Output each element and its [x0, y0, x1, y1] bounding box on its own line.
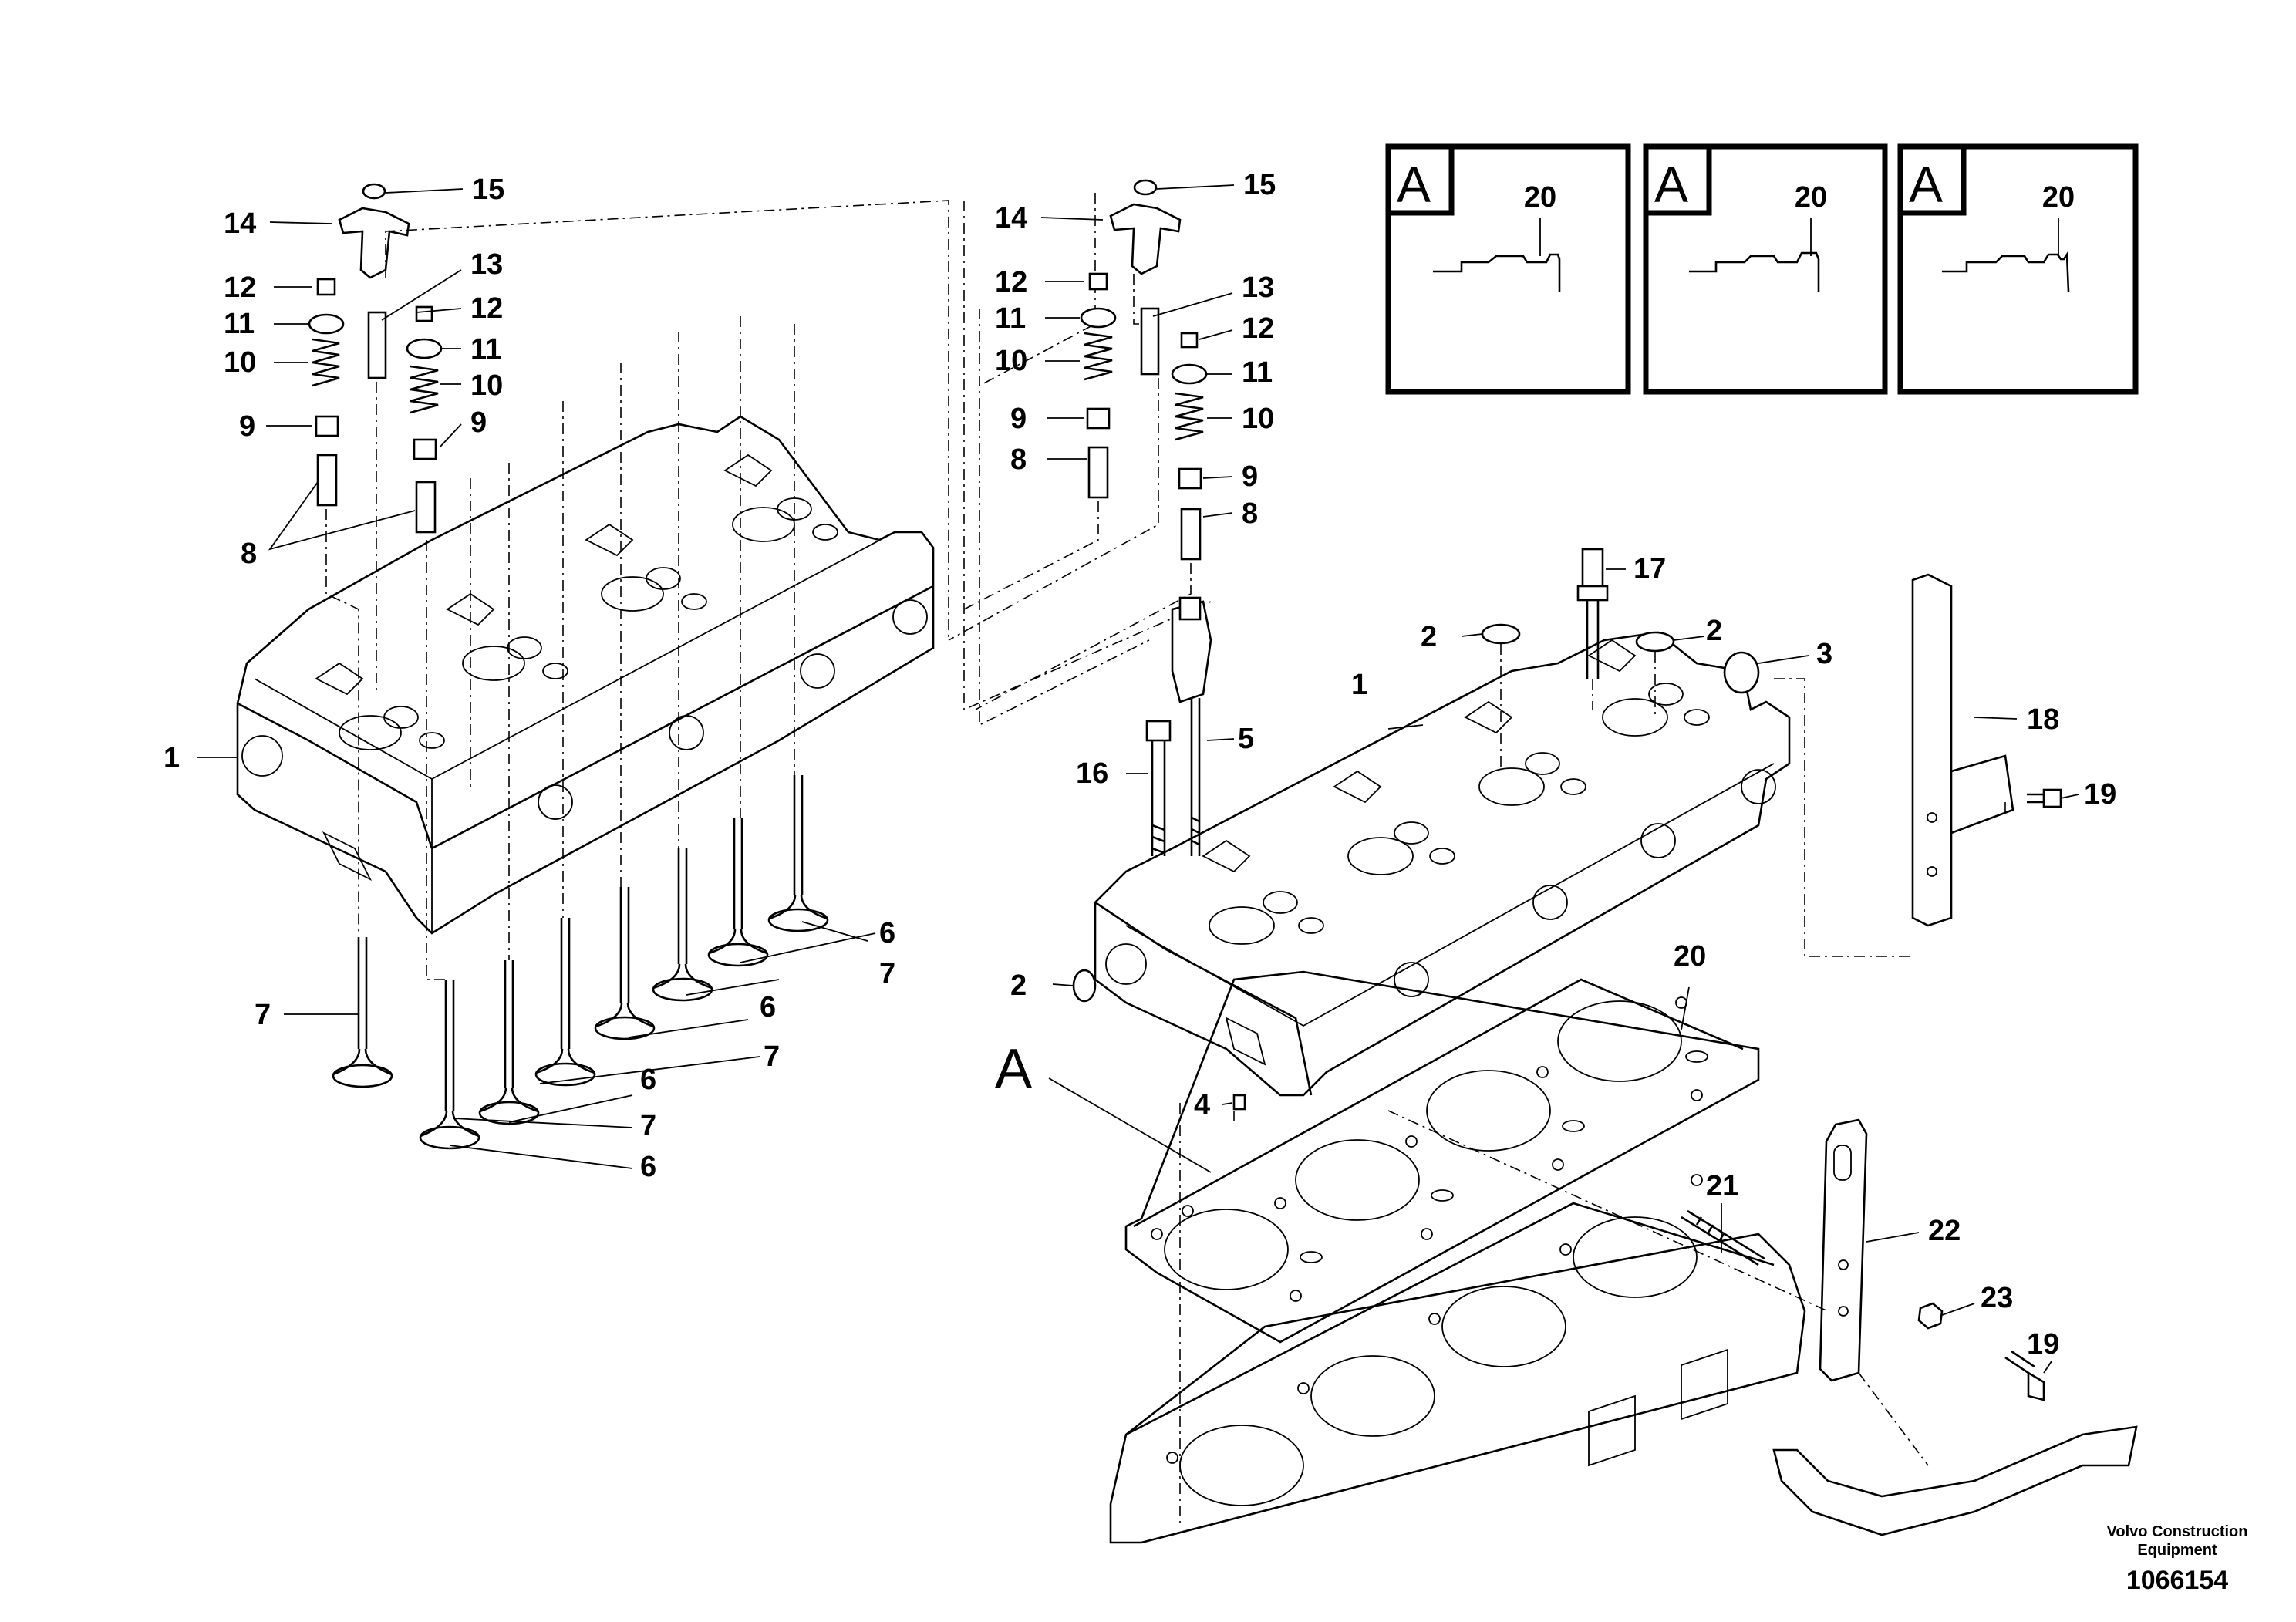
alignment-lines-left	[325, 193, 1212, 980]
footer: Volvo Construction Equipment 1066154	[2107, 1523, 2248, 1595]
callout-7: 7	[640, 1110, 656, 1142]
callout-2: 2	[1010, 969, 1027, 1002]
callout-10: 10	[995, 345, 1027, 377]
callout-17: 17	[1633, 553, 1666, 585]
callout-12: 12	[995, 266, 1027, 298]
callout-22: 22	[1928, 1215, 1961, 1247]
callout-9: 9	[470, 406, 487, 439]
callout-5: 5	[1238, 723, 1254, 755]
callout-4: 4	[1194, 1089, 1210, 1121]
callout-19: 19	[2084, 778, 2116, 811]
callout-8: 8	[1242, 497, 1258, 530]
callout-8: 8	[1010, 443, 1027, 476]
middle-rocker-stack: 15 14 12 13 11 12 10 11 9 10 8 9 8	[948, 169, 1276, 710]
alignment-lines-right	[1179, 644, 2006, 1527]
callout-23: 23	[1981, 1282, 2013, 1314]
detail-box-letter: A	[1654, 156, 1688, 213]
drawing-number: 1066154	[2126, 1566, 2228, 1595]
callout-15: 15	[1243, 169, 1276, 201]
callout-6: 6	[760, 991, 776, 1023]
callout-13: 13	[1242, 271, 1274, 304]
callout-18: 18	[2027, 703, 2059, 736]
callout-20: 20	[1674, 940, 1706, 973]
callout-8: 8	[241, 538, 257, 570]
callout-6: 6	[640, 1064, 656, 1096]
callout-12: 12	[470, 292, 503, 325]
callout-1: 1	[1351, 669, 1367, 701]
callout-10: 10	[1242, 403, 1274, 435]
detail-box-letter: A	[1397, 156, 1431, 213]
callout-7: 7	[764, 1040, 780, 1073]
detail-box-callout: 20	[1524, 181, 1556, 214]
company-name-line1: Volvo Construction	[2107, 1523, 2248, 1540]
callout-15: 15	[472, 174, 504, 206]
callout-7: 7	[255, 999, 271, 1031]
callout-10: 10	[470, 369, 503, 402]
callout-16: 16	[1076, 757, 1108, 790]
detail-box-letter: A	[1909, 156, 1943, 213]
valve-set	[332, 775, 829, 1150]
right-assembly: 17 2 2 3 18 1 5 16 19 2 20 4 21 22 23 19…	[995, 548, 2138, 1544]
callout-13: 13	[470, 248, 503, 281]
callout-9: 9	[1010, 403, 1027, 435]
callout-14: 14	[995, 202, 1027, 234]
callout-11: 11	[1242, 356, 1273, 389]
callout-12: 12	[1242, 312, 1274, 345]
callout-2: 2	[1421, 621, 1437, 653]
view-marker-a: A	[995, 1038, 1032, 1100]
callout-19: 19	[2027, 1328, 2059, 1361]
callout-2: 2	[1706, 615, 1722, 647]
callout-9: 9	[1242, 460, 1258, 493]
rocker-stack-left	[308, 183, 443, 534]
detail-box-2: A 20	[1643, 143, 1888, 395]
callout-3: 3	[1816, 638, 1832, 670]
callout-11: 11	[470, 333, 501, 366]
detail-box-3: A 20	[1897, 143, 2139, 395]
company-name-line2: Equipment	[2137, 1542, 2217, 1559]
callout-12: 12	[224, 271, 256, 304]
callout-11: 11	[995, 302, 1026, 335]
detail-box-1: A 20	[1385, 143, 1631, 395]
callout-9: 9	[239, 410, 255, 443]
left-cylinder-head: 15 14 12 13 12 11 11 10 10 9 9 8 1 7 6 7…	[164, 174, 1212, 1183]
detail-box-callout: 20	[1795, 181, 1827, 214]
callout-11: 11	[224, 308, 255, 340]
callout-10: 10	[224, 346, 256, 379]
callout-6: 6	[879, 917, 895, 949]
callout-21: 21	[1706, 1170, 1738, 1202]
callout-1: 1	[164, 742, 180, 774]
callout-7: 7	[879, 958, 895, 990]
detail-box-callout: 20	[2042, 181, 2075, 214]
callout-6: 6	[640, 1151, 656, 1183]
callout-14: 14	[224, 207, 256, 240]
